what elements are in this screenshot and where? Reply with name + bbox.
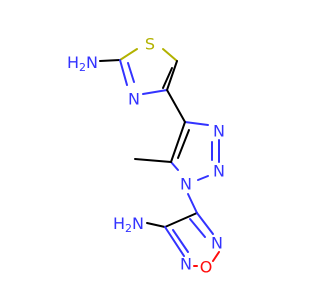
bond-c4f-nh2 <box>146 222 166 228</box>
bond-n2t-n1t <box>197 175 209 181</box>
bond-c2-s <box>119 48 138 61</box>
bond-c3f-n2f <box>196 212 214 235</box>
bond-methyl <box>134 158 172 163</box>
bond-c4-n3 <box>142 89 168 95</box>
atom-thiazole-amine: H2N <box>67 53 98 74</box>
atom-furazan-n2: N <box>211 234 223 253</box>
atom-thiazole-nitrogen: N <box>128 90 140 109</box>
bond-c2-nh2 <box>99 59 121 62</box>
bond-n3-c2 <box>119 59 128 86</box>
bond-s-c5 <box>162 48 178 62</box>
atom-furazan-n5: N <box>180 255 192 274</box>
atom-triazole-n3: N <box>213 122 225 141</box>
bond-c3f-n2f-double <box>189 218 206 238</box>
bond-n3-c2-double <box>127 62 135 83</box>
atom-triazole-n2: N <box>213 162 225 181</box>
atom-furazan-amine: H2N <box>113 214 144 235</box>
atom-thiazole-sulfur: S <box>145 35 155 54</box>
bond-c4f-n5f <box>164 226 185 257</box>
bond-c5-c4-double <box>162 67 173 89</box>
bond-c4-n3t <box>184 121 209 126</box>
atom-furazan-oxygen: O <box>200 258 213 277</box>
bond-c5-c4 <box>166 60 178 91</box>
molecule-svg: H2N S N N N N H2N N N O <box>67 35 225 277</box>
bond-thiazole-triazole <box>166 89 186 123</box>
bond-n2f-o <box>212 251 220 262</box>
bond-c3f-c4f <box>164 212 198 228</box>
bond-n1t-c3f <box>187 193 198 214</box>
bond-c5t-c4t-double <box>177 129 190 159</box>
bond-n1t-c5t <box>170 161 179 171</box>
bond-c5t-c4t <box>170 121 186 163</box>
structure-diagram: H2N S N N N N H2N N N O <box>67 35 225 277</box>
atom-triazole-n1: N <box>180 175 192 194</box>
bond-c4f-n5f-double <box>172 229 189 253</box>
